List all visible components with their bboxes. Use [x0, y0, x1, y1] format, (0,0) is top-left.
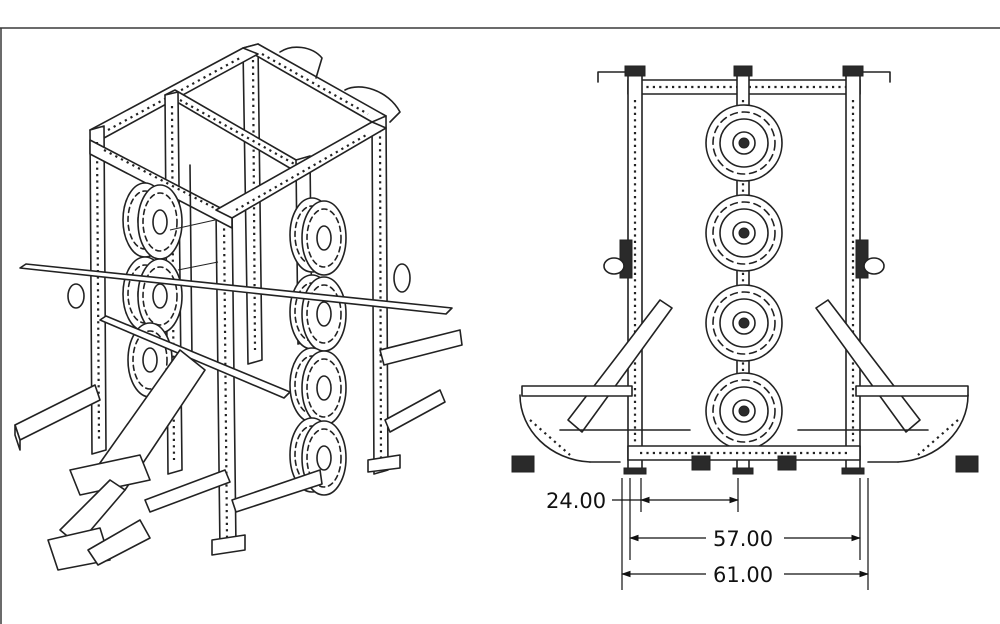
dimension-label-24: 24.00 — [546, 489, 606, 513]
dimension-label-57: 57.00 — [713, 527, 773, 551]
dimension-label-61: 61.00 — [713, 563, 773, 587]
isometric-view — [14, 43, 463, 571]
dimensions: 24.00 57.00 61.00 — [546, 478, 869, 590]
front-view — [511, 65, 979, 475]
